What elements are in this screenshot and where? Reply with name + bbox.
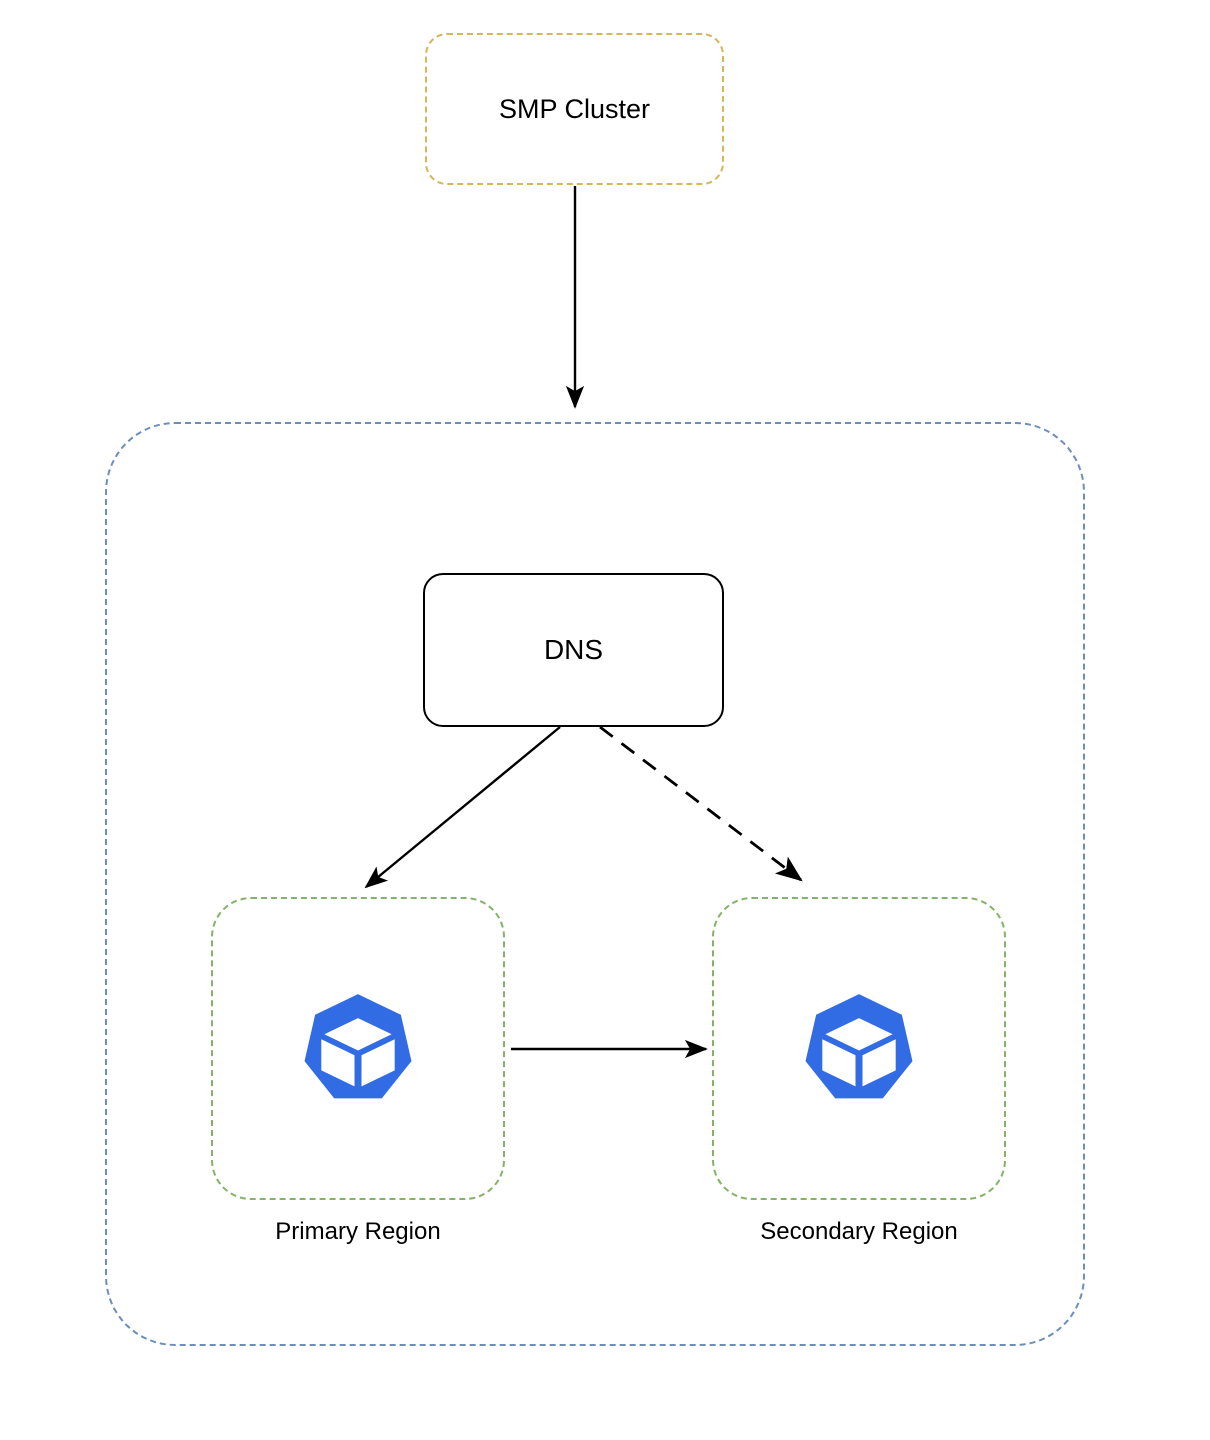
secondary-region-node[interactable] xyxy=(712,897,1006,1200)
primary-region-caption: Primary Region xyxy=(275,1218,441,1245)
dns-node[interactable]: DNS xyxy=(423,573,724,727)
outer-container-node[interactable] xyxy=(105,422,1085,1346)
smp-cluster-node[interactable]: SMP Cluster xyxy=(425,33,724,185)
kubernetes-icon xyxy=(299,990,417,1108)
primary-region-node[interactable] xyxy=(211,897,505,1200)
kubernetes-icon xyxy=(800,990,918,1108)
dns-label: DNS xyxy=(543,634,604,666)
smp-cluster-label: SMP Cluster xyxy=(498,93,651,124)
secondary-region-caption: Secondary Region xyxy=(760,1218,958,1245)
